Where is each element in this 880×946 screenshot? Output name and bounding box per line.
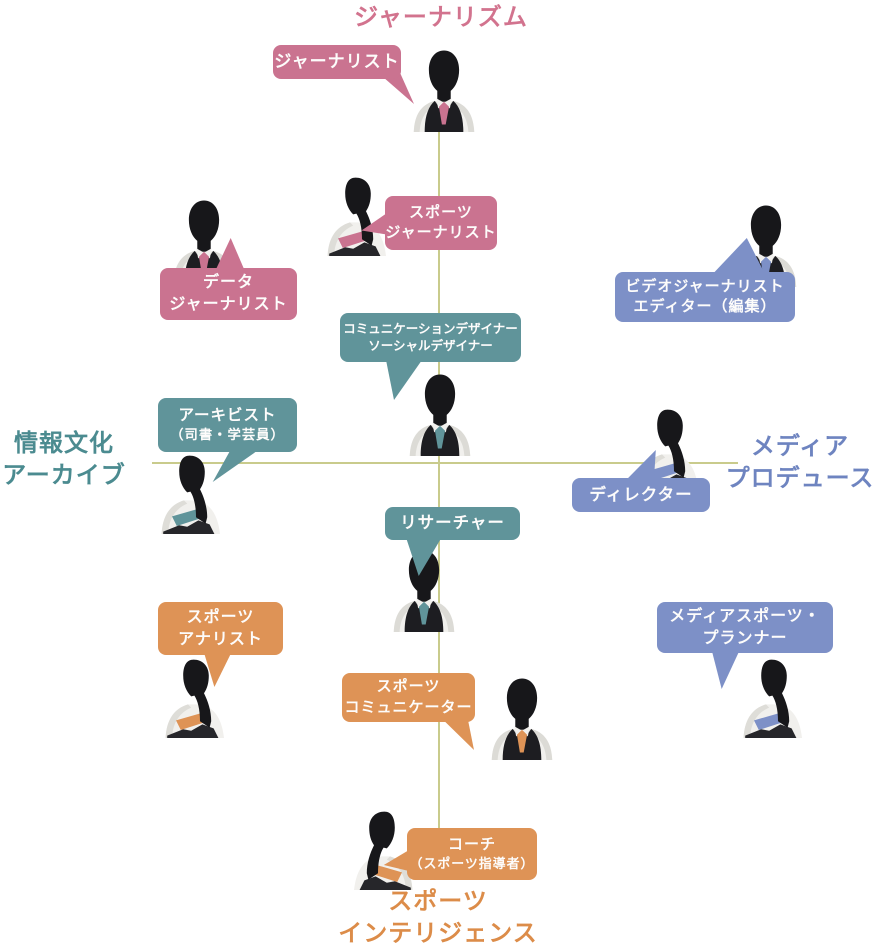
role-label: （司書・学芸員） — [170, 427, 285, 443]
role-label: スポーツ — [186, 608, 255, 626]
role-bubble-journalist: ジャーナリスト — [273, 45, 401, 79]
role-label: エディター（編集） — [633, 298, 777, 315]
role-bubble-communication-designer: コミュニケーションデザイナー ソーシャルデザイナー — [340, 313, 521, 362]
role-label: ディレクター — [589, 485, 693, 504]
role-label: データ — [202, 274, 254, 292]
role-label: ジャーナリスト — [169, 296, 288, 313]
role-label: リサーチャー — [400, 514, 505, 533]
role-label: コミュニケーター — [344, 698, 473, 716]
axis-label-journalism: ジャーナリズム — [291, 2, 591, 34]
role-bubble-researcher: リサーチャー — [385, 507, 520, 540]
role-bubble-media-sports-planner: メディアスポーツ・ プランナー — [657, 602, 833, 653]
axis-label-text: アーカイブ — [2, 461, 126, 489]
role-label: メディアスポーツ・ — [669, 607, 821, 625]
role-label: ジャーナリスト — [274, 51, 400, 71]
role-label: コミュニケーションデザイナー — [343, 321, 518, 336]
role-bubble-video-journalist-editor: ビデオジャーナリスト エディター（編集） — [615, 272, 795, 322]
person-male-icon — [394, 372, 486, 456]
role-label: コーチ — [447, 836, 496, 854]
role-bubble-coach: コーチ （スポーツ指導者） — [407, 828, 537, 880]
axis-label-text: ジャーナリズム — [354, 4, 528, 31]
axis-label-text: インテリジェンス — [338, 919, 538, 946]
role-label: スポーツ — [376, 678, 441, 696]
role-label: アナリスト — [178, 630, 263, 648]
axis-label-text: メディア — [750, 433, 850, 460]
vertical-axis-line — [438, 122, 440, 832]
role-bubble-sports-communicator: スポーツ コミュニケーター — [342, 673, 475, 722]
role-label: ジャーナリスト — [385, 224, 497, 241]
person-female-icon — [150, 658, 242, 738]
role-bubble-archivist: アーキビスト （司書・学芸員） — [158, 398, 297, 452]
axis-label-information-culture-archive: 情報文化 アーカイブ — [0, 428, 128, 491]
role-bubble-data-journalist: データ ジャーナリスト — [160, 268, 297, 320]
role-bubble-director: ディレクター — [572, 478, 710, 512]
person-male-icon — [476, 676, 568, 760]
horizontal-axis-line — [152, 462, 738, 464]
axis-label-media-produce: メディア プロデュース — [722, 431, 878, 494]
role-label: ソーシャルデザイナー — [368, 338, 493, 353]
role-label: スポーツ — [409, 203, 473, 221]
axis-label-text: プロデュース — [725, 464, 875, 492]
axis-label-sports-intelligence: スポーツ インテリジェンス — [328, 886, 548, 946]
axis-label-text: スポーツ — [388, 888, 488, 915]
person-female-icon — [728, 658, 820, 738]
role-bubble-sports-journalist: スポーツ ジャーナリスト — [385, 196, 497, 250]
role-label: ビデオジャーナリスト — [625, 277, 785, 295]
role-label: アーキビスト — [178, 406, 277, 424]
person-male-icon — [398, 48, 490, 132]
role-bubble-sports-analyst: スポーツ アナリスト — [158, 602, 283, 655]
role-label: （スポーツ指導者） — [409, 856, 535, 872]
role-label: プランナー — [702, 629, 788, 647]
axis-label-text: 情報文化 — [14, 430, 114, 457]
